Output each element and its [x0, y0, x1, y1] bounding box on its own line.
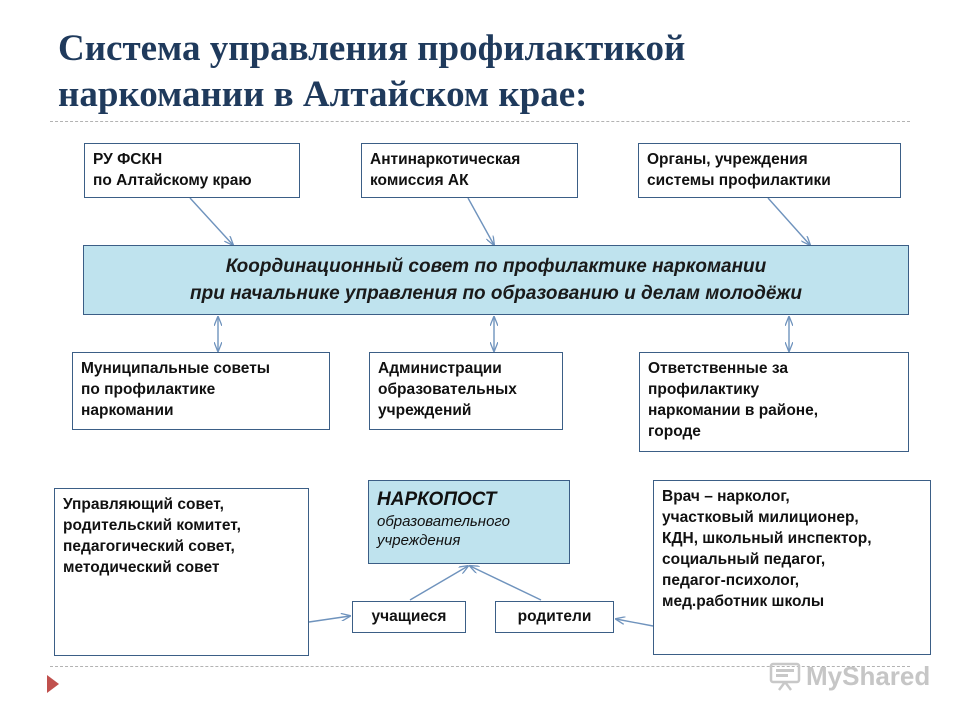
- arrow-parents-to-narkopost: [470, 566, 542, 601]
- specialists-line-1: Врач – нарколог,: [662, 488, 790, 505]
- arrow-specialists-to-parents: [616, 619, 654, 627]
- specialists-line-6: мед.работник школы: [662, 593, 825, 610]
- specialists-line-5: педагог-психолог,: [662, 572, 800, 589]
- administrations-line-1: Администрации: [378, 360, 502, 377]
- responsible-line-2: профилактику: [648, 381, 760, 398]
- arrow-governing-to-students: [308, 616, 350, 623]
- arrow-students-to-narkopost: [409, 566, 468, 601]
- box-specialists: Врач – нарколог, участковый милиционер, …: [653, 480, 931, 655]
- title-divider: [50, 121, 910, 122]
- watermark-text: MyShared: [806, 660, 931, 691]
- responsible-line-3: наркомании в районе,: [648, 402, 819, 419]
- box-students: учащиеся: [352, 601, 466, 633]
- watermark-logo: MyShared: [768, 658, 930, 694]
- box-organs-line-2: системы профилактики: [647, 172, 831, 189]
- arrow-commission-to-council: [467, 197, 494, 245]
- slide-title: Система управления профилактикой наркома…: [58, 26, 918, 118]
- specialists-line-4: социальный педагог,: [662, 551, 826, 568]
- nav-arrow-icon[interactable]: [47, 675, 59, 693]
- box-responsible-persons: Ответственные за профилактику наркомании…: [639, 352, 909, 452]
- administrations-line-2: образовательных: [378, 381, 517, 398]
- box-rufskn: РУ ФСКН по Алтайскому краю: [84, 143, 300, 198]
- specialists-line-3: КДН, школьный инспектор,: [662, 530, 872, 547]
- council-line-2: при начальнике управления по образованию…: [189, 283, 803, 304]
- box-organs-line-1: Органы, учреждения: [647, 151, 808, 168]
- narkopost-subtitle-line-2: учреждения: [377, 532, 461, 549]
- box-governing-council: Управляющий совет, родительский комитет,…: [54, 488, 309, 656]
- arrow-organs-to-council: [767, 197, 810, 245]
- box-rufskn-line-1: РУ ФСКН: [93, 151, 163, 168]
- box-school-administrations: Администрации образовательных учреждений: [369, 352, 563, 430]
- arrow-rufskn-to-council: [189, 197, 233, 245]
- students-label: учащиеся: [371, 608, 447, 625]
- box-commission-line-2: комиссия АК: [370, 172, 469, 189]
- box-prevention-organs: Органы, учреждения системы профилактики: [638, 143, 901, 198]
- parents-label: родители: [517, 608, 592, 625]
- municipal-line-3: наркомании: [81, 402, 174, 419]
- governing-line-2: родительский комитет,: [63, 517, 241, 534]
- narkopost-subtitle-line-1: образовательного: [377, 513, 510, 530]
- municipal-line-1: Муниципальные советы: [81, 360, 271, 377]
- box-parents: родители: [495, 601, 614, 633]
- responsible-line-4: городе: [648, 423, 701, 440]
- administrations-line-3: учреждений: [378, 402, 472, 419]
- box-commission-line-1: Антинаркотическая: [370, 151, 521, 168]
- title-line-2: наркомании в Алтайском крае:: [58, 74, 588, 115]
- footer-divider: [50, 666, 910, 667]
- title-line-1: Система управления профилактикой: [58, 28, 686, 69]
- governing-line-4: методический совет: [63, 559, 220, 576]
- municipal-line-2: по профилактике: [81, 381, 216, 398]
- box-municipal-councils: Муниципальные советы по профилактике нар…: [72, 352, 330, 430]
- council-line-1: Координационный совет по профилактике на…: [225, 256, 767, 277]
- box-narkopost: НАРКОПОСТ образовательного учреждения: [368, 480, 570, 564]
- box-antinarcotic-commission: Антинаркотическая комиссия АК: [361, 143, 578, 198]
- governing-line-3: педагогический совет,: [63, 538, 235, 555]
- presentation-board-icon: [769, 662, 801, 691]
- box-coordination-council: Координационный совет по профилактике на…: [83, 245, 909, 315]
- responsible-line-1: Ответственные за: [648, 360, 788, 377]
- box-rufskn-line-2: по Алтайскому краю: [93, 172, 252, 189]
- governing-line-1: Управляющий совет,: [63, 496, 224, 513]
- specialists-line-2: участковый милиционер,: [662, 509, 859, 526]
- narkopost-title: НАРКОПОСТ: [377, 489, 497, 510]
